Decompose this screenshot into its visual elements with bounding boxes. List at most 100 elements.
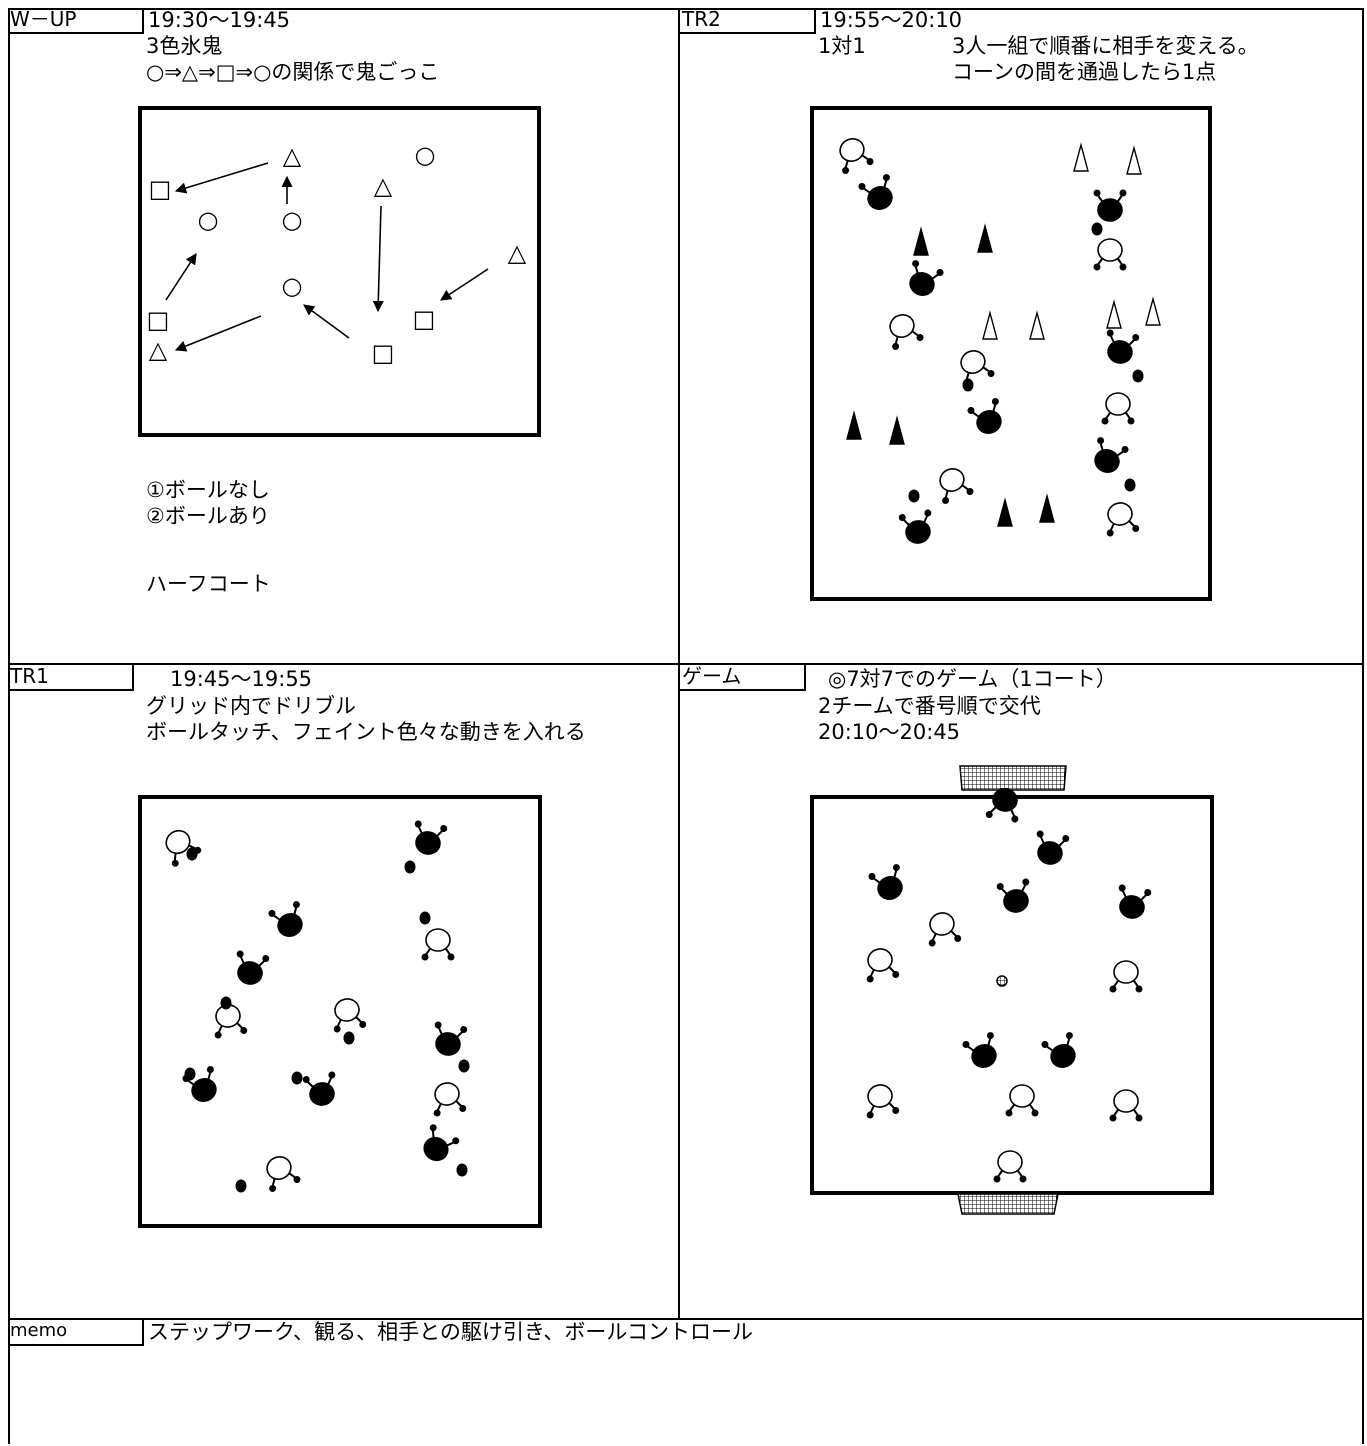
- cone-light: [982, 310, 998, 340]
- wup-field: △ ○ □ △ ○ ○ △ ○ □ □ △ □: [138, 106, 541, 437]
- player-light: [866, 1084, 900, 1119]
- player-light: [333, 998, 367, 1033]
- wup-note-half-court: ハーフコート: [146, 572, 271, 596]
- player-dark: [434, 1021, 468, 1056]
- tr2-field: [810, 106, 1212, 601]
- triangle-marker: △: [149, 336, 168, 364]
- wup-note-with-ball: ②ボールあり: [146, 504, 270, 528]
- player-dark: [1041, 1032, 1076, 1068]
- triangle-marker: △: [374, 172, 393, 200]
- player-dark: [909, 260, 944, 296]
- chase-arrow: [174, 315, 262, 352]
- player-light: [993, 1150, 1027, 1183]
- tr2-time: 19:55～20:10: [820, 8, 963, 32]
- player-dark: [268, 901, 303, 937]
- game-line1: 2チームで番号順で交代: [818, 694, 1041, 718]
- player-dark: [236, 950, 270, 985]
- cone-dark: [846, 410, 862, 440]
- player-dark: [962, 1032, 997, 1068]
- player-dark: [996, 878, 1030, 913]
- player-dark: [898, 509, 932, 544]
- ball: [456, 1163, 468, 1177]
- player-dark: [1106, 329, 1140, 364]
- player-light: [433, 1082, 467, 1117]
- player-dark: [1094, 437, 1129, 473]
- cone-dark: [889, 415, 905, 445]
- tr2-line1-b: 3人一組で順番に相手を変える。: [952, 34, 1259, 58]
- player-dark: [985, 788, 1019, 823]
- chase-arrow: [303, 304, 350, 339]
- row-divider-2: [8, 1318, 1364, 1320]
- game-title: ◎7対7でのゲーム（1コート）: [828, 667, 1117, 691]
- ball: [1124, 478, 1136, 492]
- cone-light: [1029, 310, 1045, 340]
- square-marker: □: [149, 175, 172, 203]
- chase-arrow: [165, 253, 197, 301]
- tr1-field: [138, 795, 542, 1228]
- player-light: [421, 928, 455, 961]
- player-dark: [967, 398, 1002, 434]
- cone-dark: [997, 497, 1013, 527]
- player-light: [1093, 238, 1127, 271]
- memo-tag: memo: [8, 1320, 144, 1346]
- cone-dark: [977, 223, 993, 253]
- player-light: [839, 138, 874, 174]
- circle-marker: ○: [282, 206, 303, 234]
- player-dark: [182, 1066, 217, 1102]
- chase-arrow: [372, 205, 384, 313]
- circle-marker: ○: [198, 206, 219, 234]
- ball: [962, 378, 974, 392]
- row-divider-1: [8, 663, 1364, 665]
- player-dark: [302, 1071, 336, 1106]
- tr1-tag: TR1: [8, 665, 134, 691]
- tr1-line1: グリッド内でドリブル: [146, 694, 356, 718]
- tr2-line1-a: 1対1: [818, 34, 866, 58]
- player-light: [1106, 502, 1140, 537]
- wup-note-no-ball: ①ボールなし: [146, 478, 270, 502]
- practice-sheet-frame: [8, 8, 1364, 1444]
- ball: [1132, 369, 1144, 383]
- ball: [343, 1031, 355, 1045]
- square-marker: □: [147, 306, 170, 334]
- player-dark: [858, 174, 893, 210]
- ball: [1091, 222, 1103, 236]
- player-light: [1005, 1084, 1039, 1117]
- cone-light: [1145, 296, 1161, 326]
- player-light: [889, 314, 924, 350]
- player-dark: [1036, 830, 1070, 865]
- tr2-tag: TR2: [680, 8, 816, 34]
- player-dark: [414, 820, 448, 855]
- circle-marker: ○: [282, 272, 303, 300]
- chase-arrow: [174, 162, 269, 194]
- bottom-goal: [957, 1193, 1059, 1215]
- ball: [291, 1071, 303, 1085]
- ball: [184, 1067, 196, 1081]
- square-marker: □: [372, 339, 395, 367]
- game-field: [810, 765, 1214, 1215]
- wup-rule: ○⇒△⇒□⇒○の関係で鬼ごっこ: [146, 60, 440, 84]
- ball: [235, 1179, 247, 1193]
- wup-tag: W－UP: [8, 8, 144, 34]
- circle-marker: ○: [415, 141, 436, 169]
- ball: [404, 860, 416, 874]
- chase-arrow: [440, 268, 489, 301]
- tr1-time: 19:45～19:55: [170, 667, 313, 691]
- game-tag: ゲーム: [680, 665, 806, 691]
- memo-text: ステップワーク、観る、相手との駆け引き、ボールコントロール: [148, 1320, 754, 1344]
- player-light: [1109, 1089, 1143, 1122]
- square-marker: □: [413, 305, 436, 333]
- cone-dark: [1039, 493, 1055, 523]
- player-dark: [423, 1124, 460, 1162]
- player-light: [1101, 392, 1135, 425]
- cone-light: [1126, 145, 1142, 175]
- game-time: 20:10～20:45: [818, 720, 961, 744]
- player-light: [939, 468, 974, 504]
- ball: [908, 489, 920, 503]
- player-dark: [1093, 189, 1127, 222]
- ball: [458, 1059, 470, 1073]
- triangle-marker: △: [283, 142, 302, 170]
- player-dark: [868, 864, 903, 900]
- player-light: [928, 912, 962, 947]
- cone-light: [1073, 142, 1089, 172]
